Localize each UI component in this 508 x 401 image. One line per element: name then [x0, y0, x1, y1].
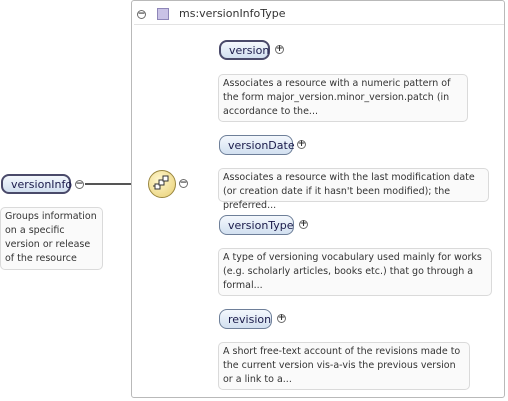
collapse-icon[interactable]: − — [75, 179, 84, 189]
element-doc: A short free-text account of the revisio… — [218, 342, 470, 390]
element-versionDate[interactable]: versionDate — [219, 135, 295, 155]
root-element[interactable]: versionInfo — [1, 174, 73, 194]
element-label: version — [229, 43, 270, 57]
element-label: versionDate — [228, 138, 295, 152]
element-doc: Associates a resource with the last modi… — [218, 168, 489, 211]
root-doc: Groups information on a specific version… — [0, 207, 103, 270]
collapse-icon[interactable]: − — [137, 9, 146, 19]
element-doc: Associates a resource with a numeric pat… — [218, 74, 468, 122]
expand-icon[interactable]: + — [297, 139, 306, 149]
expand-icon[interactable]: + — [277, 313, 286, 323]
element-revision[interactable]: revision — [219, 309, 272, 329]
expand-icon[interactable]: + — [275, 44, 284, 54]
element-label: revision — [228, 312, 272, 326]
type-header-divider — [134, 7, 504, 25]
element-label: versionType — [228, 218, 294, 232]
expand-icon[interactable]: + — [299, 219, 308, 229]
sequence-compositor-icon[interactable] — [148, 170, 176, 198]
collapse-icon[interactable]: − — [179, 178, 188, 188]
sequence-glyph — [153, 175, 169, 190]
root-element-label: versionInfo — [11, 177, 73, 191]
element-doc: A type of versioning vocabulary used mai… — [218, 248, 492, 296]
element-version[interactable]: version — [219, 40, 270, 60]
type-name: ms:versionInfoType — [179, 7, 286, 20]
element-versionType[interactable]: versionType — [219, 215, 294, 235]
complex-type-icon — [157, 8, 169, 20]
